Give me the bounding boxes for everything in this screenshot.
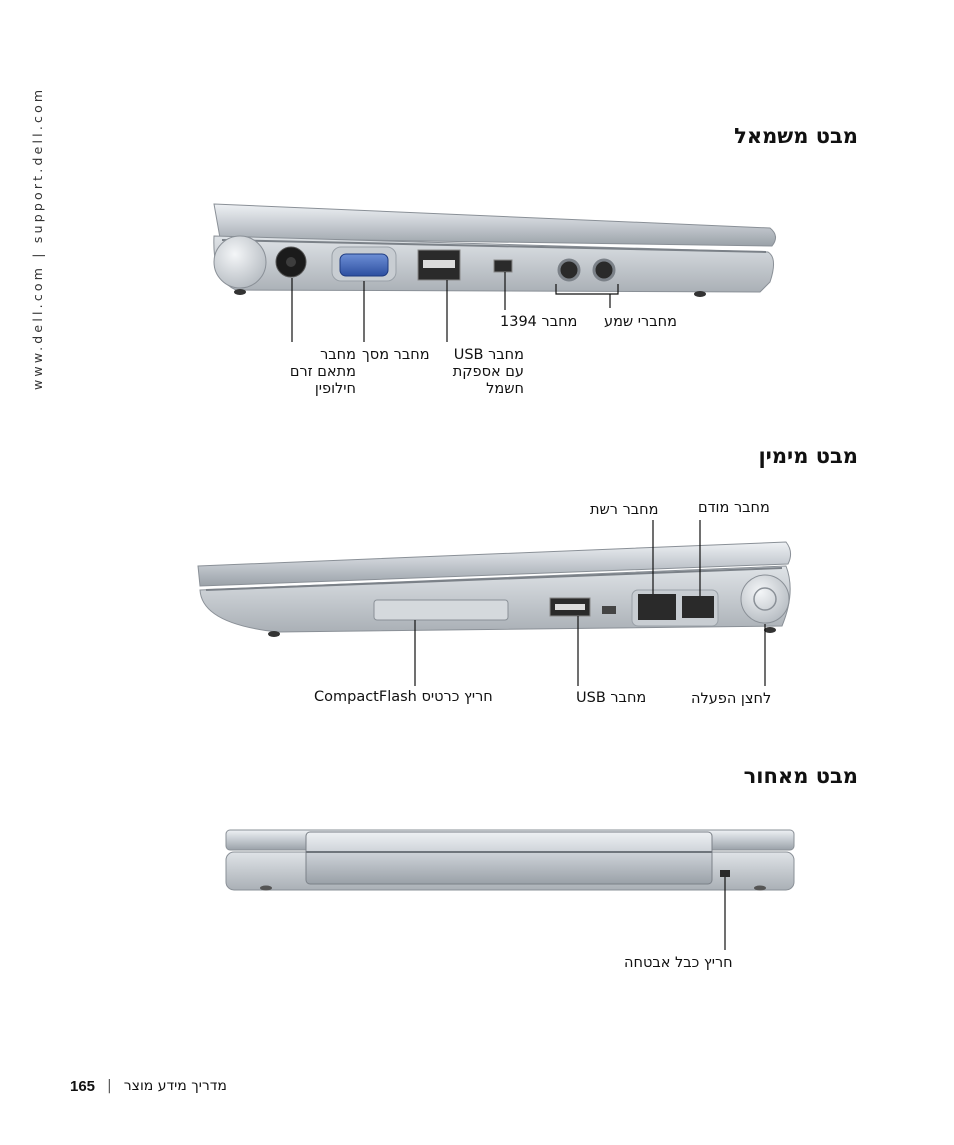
page-footer: 165 | מדריך מידע מוצר	[70, 1075, 227, 1097]
back-laptop-body	[225, 829, 795, 891]
footer-title: מדריך מידע מוצר	[123, 1078, 227, 1094]
ac-adapter-connector-label: מחבר מתאם זרם חילופין	[289, 347, 356, 397]
network-connector-label: מחבר רשת	[590, 502, 659, 518]
right-callout-lines	[414, 520, 766, 686]
video-connector-label: מחבר מסך	[362, 347, 430, 363]
audio-connectors-label: מחברי שמע	[604, 314, 677, 330]
usb-connector-label: מחבר USB	[576, 690, 647, 706]
right-laptop-body	[197, 541, 792, 637]
right-view-heading: מבט מימין	[758, 444, 858, 468]
left-callout-lines	[291, 272, 619, 342]
powered-usb-connector-label: מחבר USB עם אספקת חשמל	[452, 347, 524, 397]
power-button-label: לחצן הפעלה	[691, 691, 772, 707]
left-view-heading: מבט משמאל	[734, 124, 858, 148]
page-number: 165	[70, 1077, 96, 1095]
footer-separator: |	[107, 1078, 112, 1094]
security-cable-slot-label: חריץ כבל אבטחה	[624, 955, 733, 971]
ieee1394-connector-label: מחבר 1394	[500, 314, 578, 330]
left-laptop-body	[213, 203, 776, 297]
back-view-heading: מבט מאחור	[743, 764, 858, 788]
compactflash-slot-label: חריץ כרטיס CompactFlash	[314, 689, 493, 705]
modem-connector-label: מחבר מודם	[698, 500, 770, 516]
